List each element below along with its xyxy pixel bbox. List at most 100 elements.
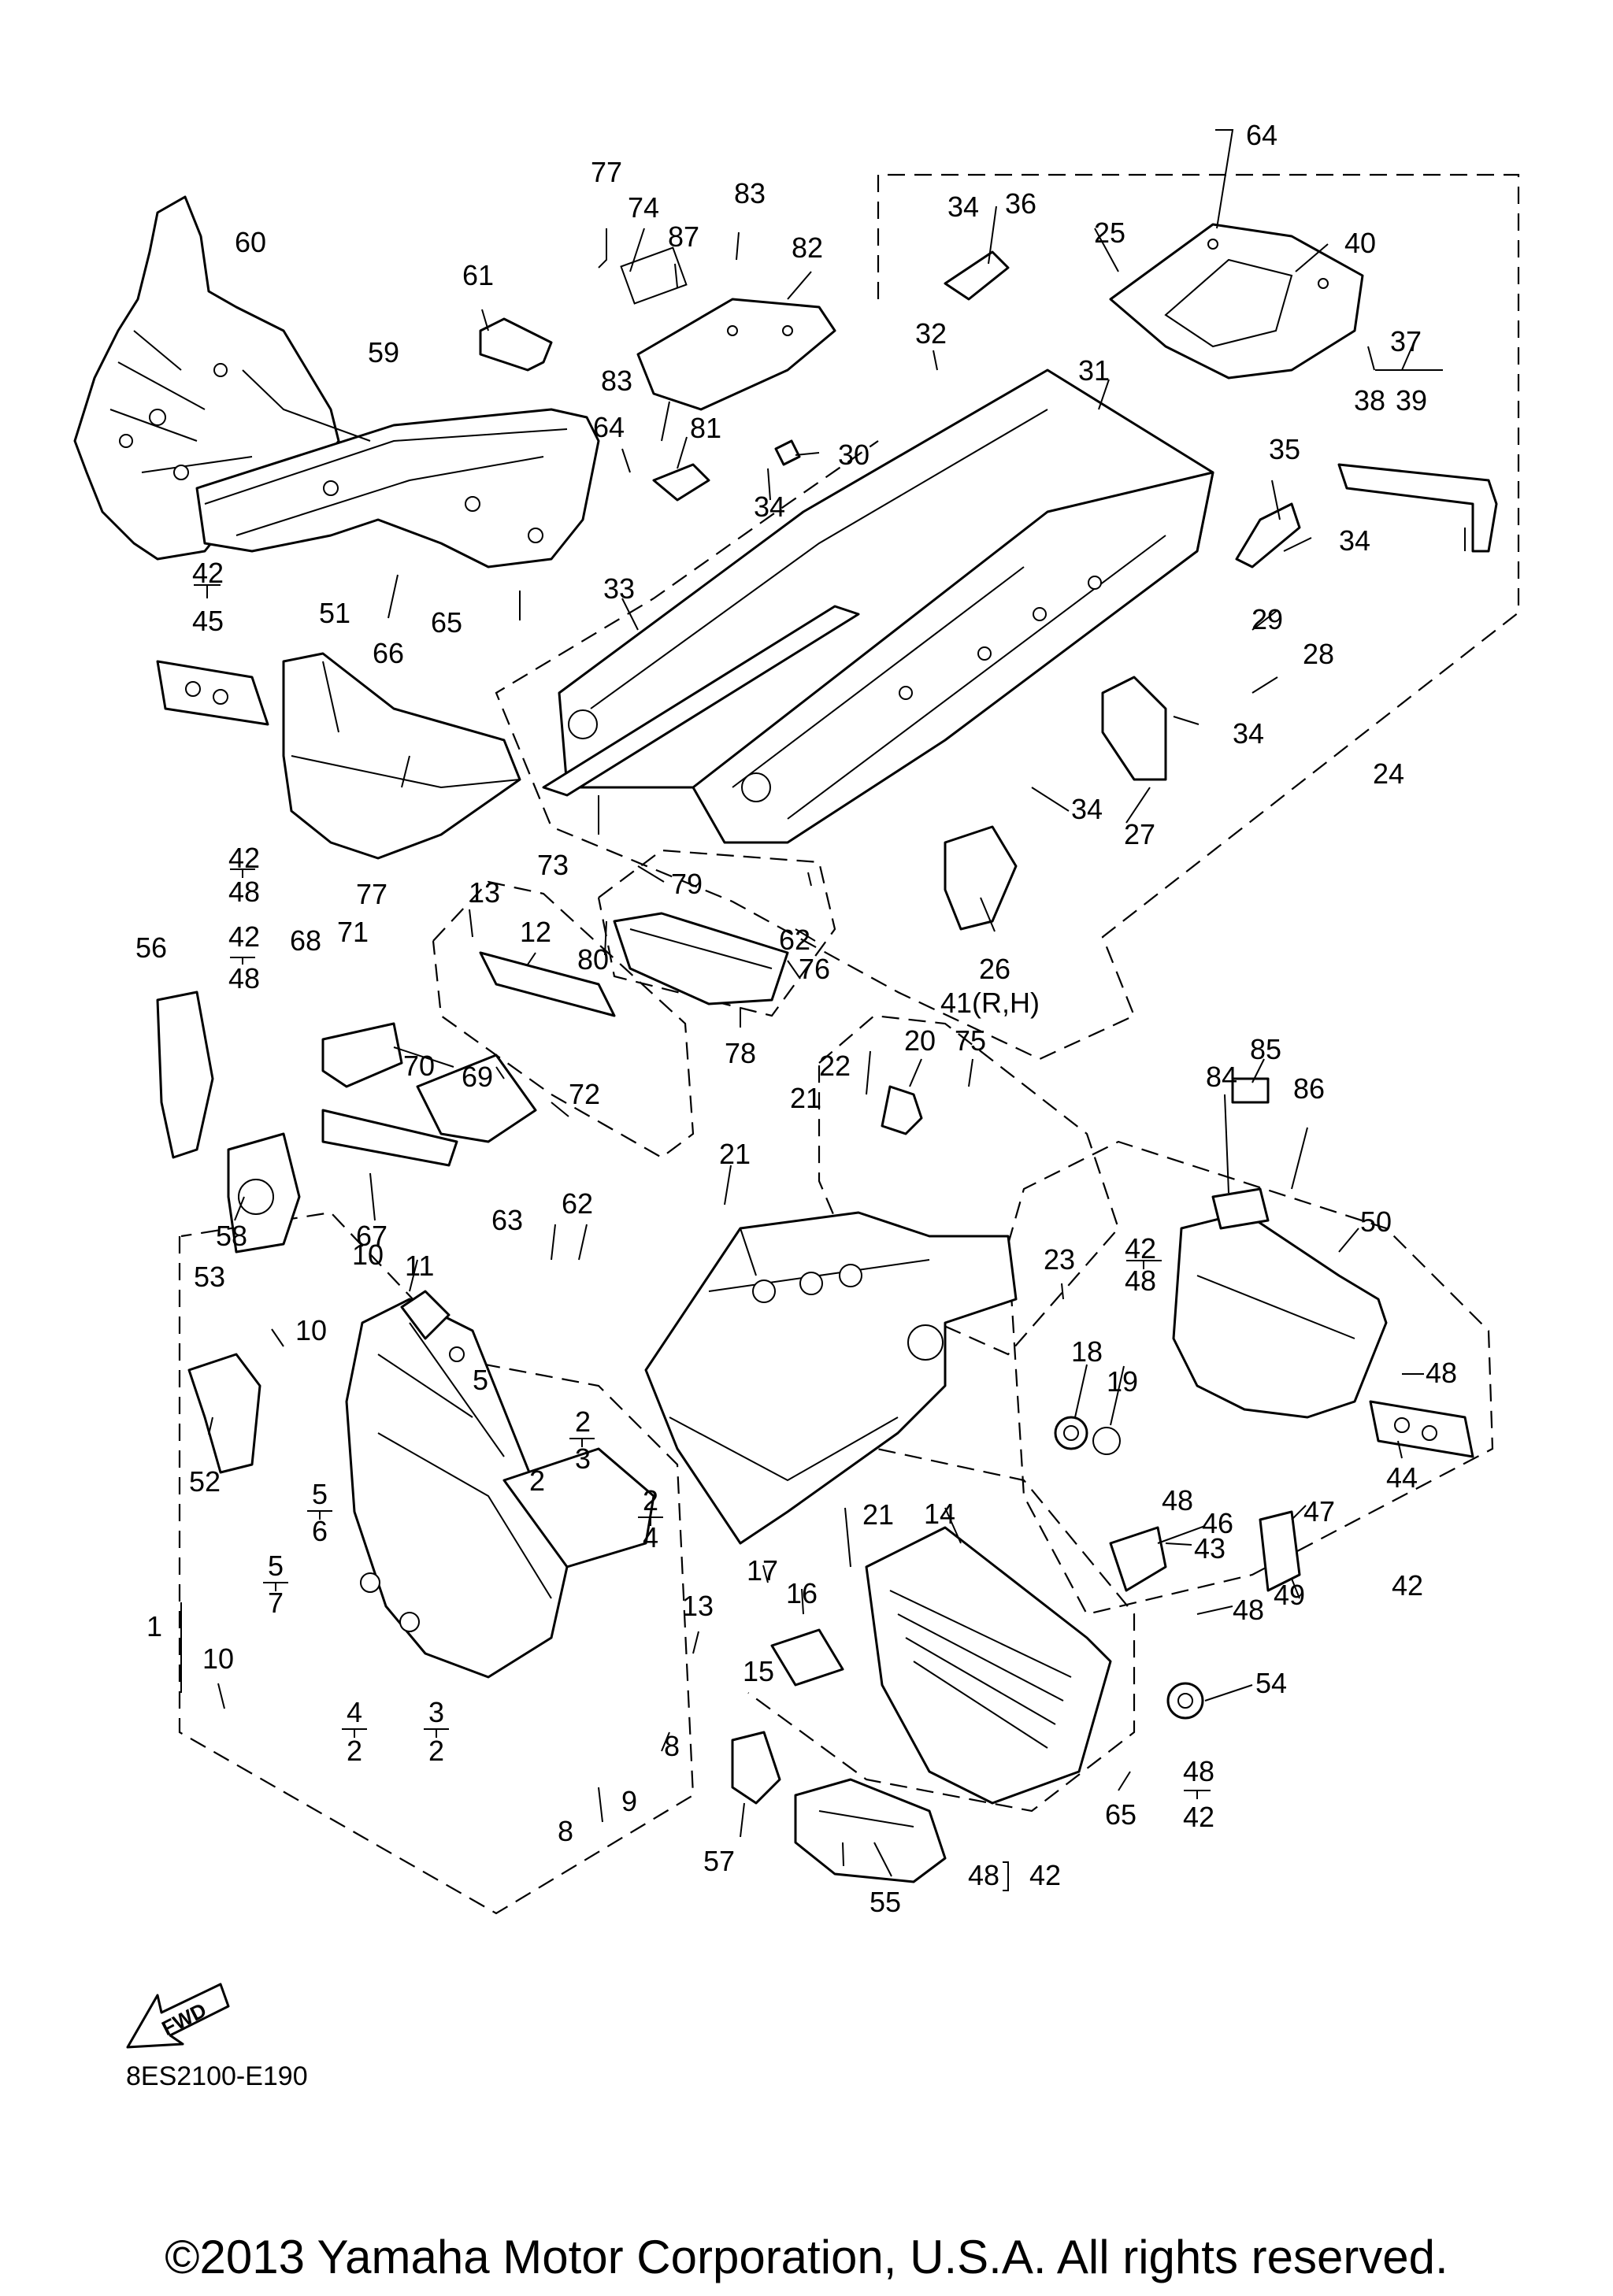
callout-34: 34 — [1233, 717, 1264, 750]
part-78-skid-plate — [613, 912, 789, 1005]
callout-79: 79 — [671, 868, 703, 900]
callout-62: 62 — [779, 924, 810, 956]
callout-75: 75 — [955, 1024, 986, 1057]
callout-52: 52 — [189, 1465, 221, 1498]
callout-16: 16 — [786, 1577, 818, 1609]
part-14-heat-exchanger — [865, 1526, 1112, 1805]
callout-74: 74 — [628, 191, 659, 224]
part-19-circlip — [1092, 1427, 1121, 1455]
callout-78: 78 — [725, 1037, 756, 1069]
callout-42: 42 — [192, 557, 224, 589]
callout-48: 48 — [1162, 1484, 1193, 1516]
assembly-78-boundary — [597, 849, 836, 1017]
part-35-bracket — [1235, 502, 1301, 568]
callout-43: 43 — [1194, 1532, 1226, 1565]
assembly-12-boundary — [432, 880, 695, 1159]
callout-83: 83 — [734, 177, 766, 209]
drawing-code: 8ES2100-E190 — [126, 2061, 308, 2091]
callout-60: 60 — [235, 226, 266, 258]
callout-65: 65 — [1105, 1798, 1137, 1831]
part-56-guard — [156, 991, 214, 1159]
callout-83: 83 — [601, 365, 632, 397]
copyright-notice: ©2013 Yamaha Motor Corporation, U.S.A. A… — [165, 2231, 1448, 2283]
callout-19: 19 — [1107, 1365, 1138, 1398]
callout-33: 33 — [603, 572, 635, 605]
callout-4: 4 — [643, 1521, 658, 1554]
callout-63: 63 — [491, 1204, 523, 1236]
callout-58: 58 — [216, 1220, 247, 1252]
callout-42: 42 — [228, 920, 260, 953]
callout-28: 28 — [1303, 638, 1334, 670]
part-30-bolt — [774, 439, 801, 466]
part-51-footrest — [282, 652, 521, 860]
callout-10: 10 — [202, 1642, 234, 1675]
callout-77: 77 — [591, 156, 622, 188]
callout-46: 46 — [1202, 1507, 1233, 1539]
callout-42: 42 — [1183, 1801, 1214, 1833]
callout-11: 11 — [405, 1250, 434, 1282]
callout-51: 51 — [319, 597, 350, 629]
callout-13: 13 — [469, 876, 500, 909]
callout-48: 48 — [1233, 1594, 1264, 1626]
callout-61: 61 — [462, 259, 494, 291]
callout-42: 42 — [1029, 1859, 1061, 1891]
callout-48: 48 — [1426, 1357, 1457, 1389]
part-25-rear-cover — [1109, 223, 1364, 380]
callout-71: 71 — [337, 916, 369, 948]
part-27-bracket — [1101, 676, 1167, 781]
callout-38: 38 — [1354, 384, 1385, 417]
callout-24: 24 — [1373, 757, 1404, 790]
part-57-guard — [731, 1731, 781, 1805]
callout-59: 59 — [368, 336, 399, 368]
part-11-bracket — [400, 1290, 451, 1340]
part-37-rear-bar — [1337, 463, 1498, 553]
callout-87: 87 — [668, 220, 699, 253]
callout-84: 84 — [1206, 1061, 1237, 1093]
callout-48: 48 — [228, 876, 260, 908]
callout-5: 5 — [312, 1478, 328, 1510]
part-61-bracket — [479, 317, 553, 372]
callout-35: 35 — [1269, 433, 1300, 465]
part-18-bearing — [1054, 1416, 1088, 1450]
part-1-suspension-bracket — [345, 1298, 655, 1679]
callout-2: 2 — [428, 1735, 444, 1767]
part-22-cover — [881, 1085, 923, 1135]
callout-10: 10 — [295, 1314, 327, 1346]
callout-85: 85 — [1250, 1033, 1281, 1065]
assembly-42-right-boundary — [1007, 1140, 1494, 1616]
callout-17: 17 — [747, 1554, 778, 1587]
callout-57: 57 — [703, 1845, 735, 1877]
group-brackets — [180, 584, 1211, 1891]
callout-4: 4 — [347, 1696, 362, 1728]
callout-76: 76 — [799, 953, 830, 985]
part-67-plate — [321, 1109, 458, 1167]
callout-81: 81 — [690, 412, 721, 444]
callout-34: 34 — [754, 491, 785, 523]
callout-56: 56 — [135, 931, 167, 964]
callout-40: 40 — [1344, 227, 1376, 259]
callout-77: 77 — [356, 878, 387, 910]
assembly-1-boundary — [178, 1211, 695, 1915]
callout-45: 45 — [192, 605, 224, 637]
callout-13: 13 — [682, 1590, 714, 1622]
callout-2: 2 — [643, 1484, 658, 1516]
part-50-footrest — [1172, 1211, 1388, 1419]
callout-2: 2 — [529, 1465, 545, 1497]
callout-27: 27 — [1124, 818, 1155, 850]
callout-67: 67 — [356, 1220, 387, 1252]
callout-64: 64 — [593, 411, 625, 443]
callout-86: 86 — [1293, 1072, 1325, 1105]
callout-9: 9 — [621, 1785, 637, 1817]
callout-1: 1 — [146, 1610, 162, 1642]
callout-14: 14 — [924, 1498, 955, 1530]
callout-26: 26 — [979, 953, 1010, 985]
part-82-top-plate — [636, 298, 836, 411]
callout-8: 8 — [558, 1815, 573, 1847]
callout-48: 48 — [228, 962, 260, 994]
callout-31: 31 — [1078, 354, 1110, 387]
callout-34: 34 — [1339, 524, 1370, 557]
part-12-bracket — [479, 951, 616, 1017]
fwd-arrow-icon: FWD — [126, 1983, 230, 2049]
part-55-steering-boot — [794, 1778, 947, 1883]
callout-42: 42 — [1125, 1232, 1156, 1265]
